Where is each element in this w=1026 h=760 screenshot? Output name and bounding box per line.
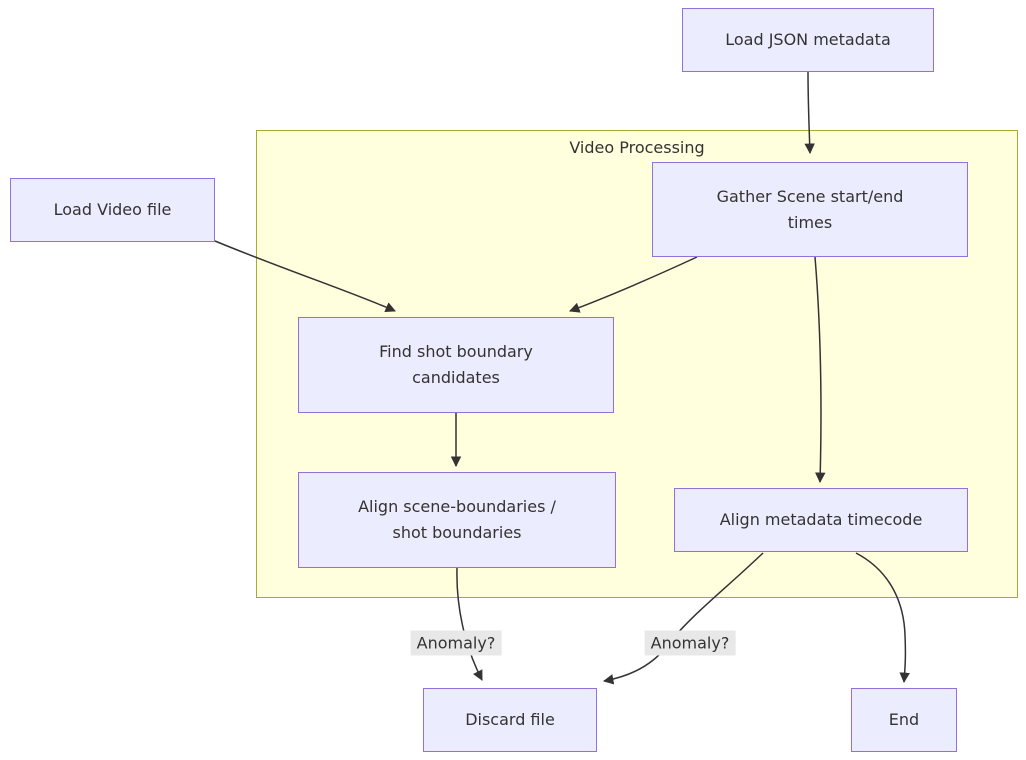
node-load-json-metadata: Load JSON metadata (682, 8, 934, 72)
node-end: End (851, 688, 957, 752)
node-align-scene-shot-boundaries: Align scene-boundaries / shot boundaries (298, 472, 616, 568)
node-load-video-file: Load Video file (10, 178, 215, 242)
edge-label-anomaly-right: Anomaly? (644, 630, 736, 656)
node-find-shot-boundary-candidates: Find shot boundary candidates (298, 317, 614, 413)
node-align-metadata-timecode: Align metadata timecode (674, 488, 968, 552)
subgraph-title: Video Processing (569, 138, 705, 157)
node-gather-scene-times: Gather Scene start/end times (652, 162, 968, 257)
node-discard-file: Discard file (423, 688, 597, 752)
edge-label-anomaly-left: Anomaly? (410, 630, 502, 656)
